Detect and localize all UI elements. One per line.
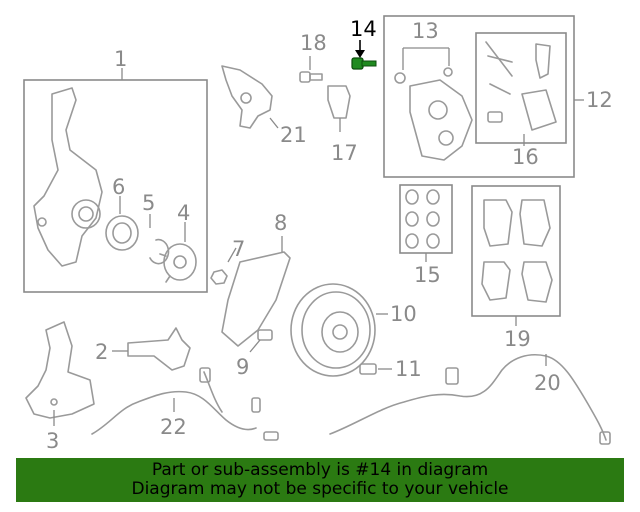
sensor-wire-part-20[interactable]: 20 xyxy=(329,354,611,445)
part-group-1[interactable]: 1 6 5 4 xyxy=(23,47,208,293)
bolt-part-9[interactable]: 9 xyxy=(236,329,273,379)
callout-20[interactable]: 20 xyxy=(534,371,561,395)
bracket-part-2[interactable]: 2 xyxy=(95,327,191,371)
callout-11[interactable]: 11 xyxy=(395,357,422,381)
callout-1[interactable]: 1 xyxy=(114,47,127,71)
callout-15[interactable]: 15 xyxy=(414,263,441,287)
bolt-part-11[interactable]: 11 xyxy=(359,357,422,381)
callout-6[interactable]: 6 xyxy=(112,175,125,199)
sensor-bracket-part-21[interactable]: 21 xyxy=(221,65,307,147)
callout-9[interactable]: 9 xyxy=(236,355,249,379)
parts-diagram: 1 6 5 4 2 xyxy=(23,15,613,453)
callout-22[interactable]: 22 xyxy=(160,415,187,439)
callout-2[interactable]: 2 xyxy=(95,340,108,364)
callout-7[interactable]: 7 xyxy=(232,237,245,261)
callout-8[interactable]: 8 xyxy=(274,211,287,235)
box-part-16 xyxy=(475,32,567,144)
info-banner: Part or sub-assembly is #14 in diagram D… xyxy=(16,458,624,502)
caliper-part-13[interactable]: 13 xyxy=(394,19,473,161)
steering-knuckle[interactable] xyxy=(33,87,103,267)
hardware-kit-part-16[interactable]: 16 xyxy=(475,32,567,169)
cover-part-17[interactable]: 17 xyxy=(327,85,358,165)
seal-kit-part-15[interactable]: 15 xyxy=(399,184,453,287)
hub-part-4[interactable]: 4 xyxy=(159,201,197,283)
bolt-part-18[interactable]: 18 xyxy=(299,31,327,83)
callout-18[interactable]: 18 xyxy=(300,31,327,55)
box-part-15 xyxy=(399,184,453,254)
snap-ring-part-5[interactable]: 5 xyxy=(142,191,170,265)
callout-16[interactable]: 16 xyxy=(512,145,539,169)
bearing-part-6[interactable]: 6 xyxy=(105,175,139,251)
bolt-part-14[interactable]: 14 xyxy=(350,17,377,70)
banner-line-1: Part or sub-assembly is #14 in diagram xyxy=(151,460,489,480)
brake-pads-part-19[interactable]: 19 xyxy=(471,185,561,351)
callout-17[interactable]: 17 xyxy=(331,141,358,165)
callout-10[interactable]: 10 xyxy=(390,302,417,326)
callout-5[interactable]: 5 xyxy=(142,191,155,215)
nut-part-7[interactable]: 7 xyxy=(210,237,245,285)
caliper-assembly-part-12[interactable]: 12 13 16 xyxy=(383,15,613,178)
banner-line-2: Diagram may not be specific to your vehi… xyxy=(131,479,509,499)
dust-shield-part-8[interactable]: 8 xyxy=(221,211,291,347)
callout-14[interactable]: 14 xyxy=(350,17,377,41)
box-part-1 xyxy=(23,79,208,293)
callout-19[interactable]: 19 xyxy=(504,327,531,351)
box-part-12 xyxy=(383,15,575,178)
callout-12[interactable]: 12 xyxy=(586,88,613,112)
sensor-wire-part-22[interactable]: 22 xyxy=(91,367,279,441)
splash-shield-part-3[interactable]: 3 xyxy=(25,321,95,453)
highlighted-bolt-icon xyxy=(351,57,377,70)
callout-21[interactable]: 21 xyxy=(280,123,307,147)
brake-rotor-part-10[interactable]: 10 xyxy=(290,283,417,377)
callout-3[interactable]: 3 xyxy=(46,429,59,453)
callout-4[interactable]: 4 xyxy=(177,201,190,225)
callout-13[interactable]: 13 xyxy=(412,19,439,43)
